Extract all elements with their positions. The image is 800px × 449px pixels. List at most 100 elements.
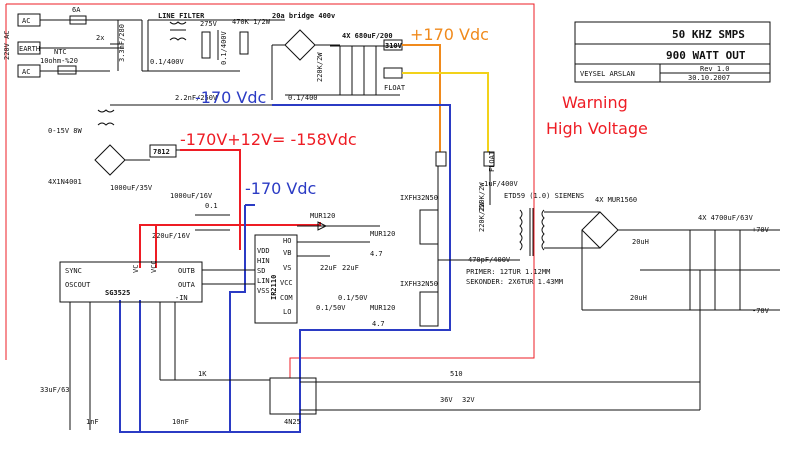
component-label: AC (22, 17, 30, 25)
component-label: 310V (385, 42, 403, 50)
component-label: COM (280, 294, 293, 302)
blue-vss-wire (229, 205, 246, 432)
author-text: VEYSEL ARSLAN (580, 70, 635, 78)
plus170-wire (402, 44, 441, 152)
component-label: VC (132, 265, 140, 273)
component-label: 4.7 (370, 250, 383, 258)
component-label: 220uF/16V (152, 232, 191, 240)
mains-label: 220V AC (3, 30, 11, 60)
component-label: 220K/2W (478, 182, 486, 212)
subtitle-text: 900 WATT OUT (666, 49, 746, 62)
component-label: 22uF (342, 264, 359, 272)
warning-line1: Warning (562, 93, 628, 112)
component-label: VSS (257, 287, 270, 295)
component-label: 6A (72, 6, 81, 14)
output-positive: +70V (752, 226, 770, 234)
mains-input: AC EARTH AC 220V AC (3, 13, 41, 78)
component-label: HIN (257, 257, 270, 265)
annotation-minus170-mid: -170 Vdc (245, 179, 316, 198)
component-label: 4X 4700uF/63V (698, 214, 754, 222)
component-label: -IN (175, 294, 188, 302)
date-text: 30.10.2007 (688, 74, 730, 82)
blue-neg170-wire (119, 104, 451, 433)
ir2110-ic (254, 234, 298, 324)
component-label: SD (257, 267, 265, 275)
component-label: OUTA (178, 281, 196, 289)
component-label: 3.3nF/280 (118, 24, 126, 62)
component-label: 0.1/400 (288, 94, 318, 102)
component-label: 1nF (86, 418, 99, 426)
component-label: OSCOUT (65, 281, 91, 289)
component-label: 7812 (153, 148, 170, 156)
component-label: 32V (462, 396, 475, 404)
component-label: FLOAT (488, 150, 496, 172)
component-label: 220K/2W (316, 52, 324, 82)
annotation-minus158: -170V+12V= -158Vdc (180, 130, 357, 149)
component-label: 220K/2W (478, 202, 486, 232)
component-label: 510 (450, 370, 463, 378)
rev-text: Rev 1.0 (700, 65, 730, 73)
component-label: 4X MUR1560 (595, 196, 637, 204)
component-label: 1000uF/35V (110, 184, 153, 192)
component-label: IR2110 (270, 275, 278, 300)
title-block: 50 KHZ SMPS 900 WATT OUT VEYSEL ARSLAN R… (574, 21, 771, 83)
hv-boundary (6, 3, 535, 378)
component-label: VB (283, 249, 291, 257)
component-label: MUR120 (370, 304, 395, 312)
component-label: 10ohm-%20 (40, 57, 78, 65)
component-label: IXFH32N50 (400, 280, 438, 288)
component-label: PRIMER: 12TUR 1.12MM (466, 268, 550, 276)
component-label: VS (283, 264, 291, 272)
component-label: SEKONDER: 2X6TUR 1.43MM (466, 278, 563, 286)
red-supply-wire (180, 149, 241, 250)
component-label: 0.1/50V (338, 294, 368, 302)
component-label: 33uF/63 (40, 386, 70, 394)
component-label: MUR120 (310, 212, 335, 220)
component-label: 275V (200, 20, 218, 28)
component-label: 1uF/400V (484, 180, 519, 188)
component-label: 470pF/400V (468, 256, 511, 264)
component-label: SG3525 (105, 289, 130, 297)
component-label: LINE FILTER (158, 12, 205, 20)
component-label: IXFH32N50 (400, 194, 438, 202)
component-label: 4X 680uF/200 (342, 32, 393, 40)
component-label: LIN (257, 277, 270, 285)
component-label: 2x (96, 34, 104, 42)
component-label: 10nF (172, 418, 189, 426)
component-label: MUR120 (370, 230, 395, 238)
component-label: EARTH (19, 45, 40, 53)
component-label: 0-15V 8W (48, 127, 83, 135)
component-label: VCC (280, 279, 293, 287)
red-vc-wire (139, 222, 321, 268)
component-label: 20a bridge 400v (272, 12, 335, 20)
component-label: LO (283, 308, 291, 316)
component-label: VDD (257, 247, 270, 255)
component-label: FLOAT (384, 84, 406, 92)
component-label: 0.1/400V (220, 30, 228, 65)
component-label: 470K 1/2W (232, 18, 271, 26)
component-label: ETD59 (1.0) SIEMENS (504, 192, 584, 200)
component-label: 0.1/400V (150, 58, 185, 66)
sg3525-ic (59, 261, 203, 303)
component-label: 1000uF/16V (170, 192, 213, 200)
component-label: HO (283, 237, 291, 245)
component-label: 36V (440, 396, 453, 404)
component-label: 4X1N4001 (48, 178, 82, 186)
component-label: 0.1/50V (316, 304, 346, 312)
component-label: 1K (198, 370, 207, 378)
component-label: 4N25 (284, 418, 301, 426)
component-label: 22uF (320, 264, 337, 272)
float-wire (402, 72, 489, 152)
component-label: 4.7 (372, 320, 385, 328)
component-label: 20uH (630, 294, 647, 302)
component-label: 0.1 (205, 202, 218, 210)
component-label: SYNC (65, 267, 82, 275)
component-label: OUTB (178, 267, 195, 275)
title-text: 50 KHZ SMPS (672, 28, 745, 41)
component-label: NTC (54, 48, 67, 56)
warning-line2: High Voltage (546, 119, 648, 138)
component-label: AC (22, 68, 30, 76)
component-label: 20uH (632, 238, 649, 246)
